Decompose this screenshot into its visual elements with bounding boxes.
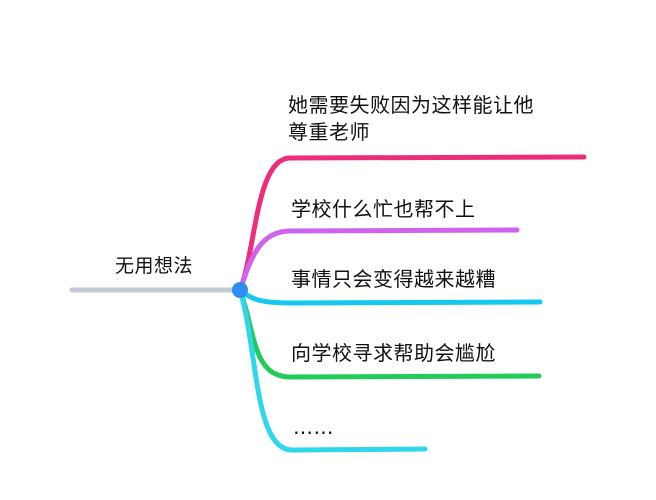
branch-label-0: 她需要失败因为这样能让他 尊重老师 bbox=[288, 92, 534, 146]
branch-label-2: 事情只会变得越来越糟 bbox=[291, 266, 496, 293]
branch-label-2-line-1: 事情只会变得越来越糟 bbox=[291, 267, 496, 291]
branch-label-1-line-1: 学校什么忙也帮不上 bbox=[291, 197, 476, 221]
branch-label-4: …… bbox=[293, 414, 334, 441]
branch-label-4-line-1: …… bbox=[293, 415, 334, 439]
branch-label-1: 学校什么忙也帮不上 bbox=[291, 196, 476, 223]
root-node bbox=[232, 282, 248, 298]
branch-connector-4 bbox=[237, 287, 428, 453]
branch-label-3-line-1: 向学校寻求帮助会尴尬 bbox=[291, 341, 496, 365]
branch-label-0-line-1: 她需要失败因为这样能让他 bbox=[288, 93, 534, 117]
branch-connector-1 bbox=[237, 227, 520, 293]
branch-label-3: 向学校寻求帮助会尴尬 bbox=[291, 340, 496, 367]
branch-label-0-line-2: 尊重老师 bbox=[288, 120, 370, 144]
root-label: 无用想法 bbox=[115, 255, 194, 277]
